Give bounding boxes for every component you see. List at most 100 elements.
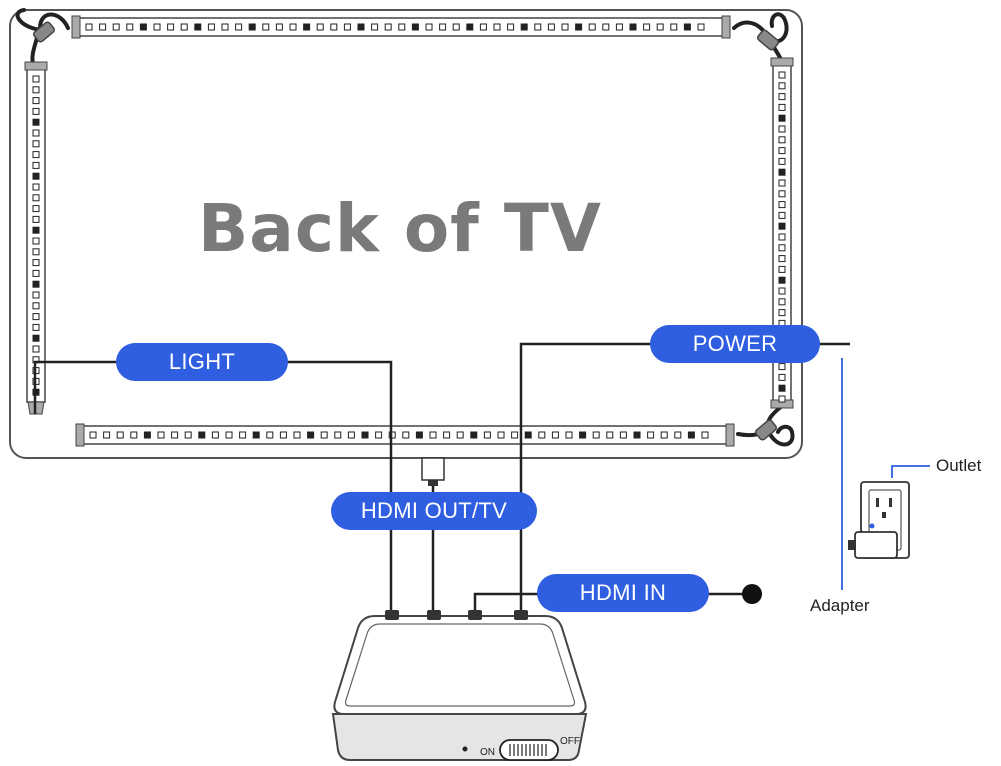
led-chip [443,431,451,439]
led-chip [275,23,283,31]
led-strip-right [770,57,794,409]
led-chip [524,431,532,439]
power-port-plug [514,610,528,620]
led-chip [32,129,40,137]
led-chip [656,23,664,31]
led-chip [588,23,596,31]
hdmi-in-cable-end [742,584,762,604]
led-chip [207,23,215,31]
led-chip [32,194,40,202]
led-chip [402,431,410,439]
led-chip [279,431,287,439]
led-chip [452,23,460,31]
led-chip [538,431,546,439]
led-chip [466,23,474,31]
led-chip [239,431,247,439]
led-chip [32,172,40,180]
led-chip [429,431,437,439]
led-chip [99,23,107,31]
led-chip [579,431,587,439]
led-strip-bottom [75,423,735,447]
led-chip [357,23,365,31]
cable-clip-top-left [32,21,56,43]
led-chip [778,373,786,381]
led-chip [130,431,138,439]
led-chip [547,23,555,31]
led-chip [778,233,786,241]
led-chip [143,431,151,439]
outlet-pointer-line [891,465,930,478]
led-chip [565,431,573,439]
led-chip [647,431,655,439]
led-chip [32,280,40,288]
led-strip-top-cap-left [71,15,81,39]
led-strip-bottom-cap-right [725,423,735,447]
led-chip [778,93,786,101]
led-chip [778,363,786,371]
led-chip [32,97,40,105]
led-chip [425,23,433,31]
switch-on-label: ON [480,747,495,758]
led-chip [643,23,651,31]
led-chip [211,431,219,439]
led-chip [778,201,786,209]
outlet-label: Outlet [936,456,982,475]
hdmi-out-label: HDMI OUT/TV [331,492,537,530]
led-chip [32,183,40,191]
sync-box-top-inner [344,623,576,707]
hdmi-in-label: HDMI IN [537,574,709,612]
led-chip [592,431,600,439]
led-chip [153,23,161,31]
led-chip [361,431,369,439]
led-chip [629,23,637,31]
led-chip [32,226,40,234]
led-chip [32,237,40,245]
led-chip [32,215,40,223]
led-chip [32,75,40,83]
led-chip [32,345,40,353]
led-chip [697,23,705,31]
led-chip [320,431,328,439]
led-chip [194,23,202,31]
led-chip [415,431,423,439]
led-chip [171,431,179,439]
led-chip [32,107,40,115]
led-chip [180,23,188,31]
led-chip [778,211,786,219]
tv-title: Back of TV [198,190,602,267]
led-chip [619,431,627,439]
led-chip [343,23,351,31]
led-chip [778,103,786,111]
switch-off-label: OFF [560,736,580,747]
led-chip [534,23,542,31]
led-chip [411,23,419,31]
led-chip [439,23,447,31]
led-chip [551,431,559,439]
led-chip [32,259,40,267]
led-chip [116,431,124,439]
led-chip [32,86,40,94]
adapter-label: Adapter [810,596,870,615]
led-chip [307,431,315,439]
led-chip [85,23,93,31]
led-chip [32,334,40,342]
led-chip [575,23,583,31]
led-chip [398,23,406,31]
led-chip [32,269,40,277]
box-connectors [385,610,528,620]
led-chip [778,71,786,79]
cable-clip-bottom-right [754,419,778,441]
led-chip [701,431,709,439]
led-chip [316,23,324,31]
led-chip [32,313,40,321]
led-strip-left-cap-top [24,61,48,71]
power-switch[interactable] [499,739,559,761]
led-chip [303,23,311,31]
led-chip [347,431,355,439]
led-chip [384,23,392,31]
led-chip [293,431,301,439]
sync-box-top [333,615,587,715]
led-chip [266,431,274,439]
led-chip [334,431,342,439]
led-chip [470,431,478,439]
